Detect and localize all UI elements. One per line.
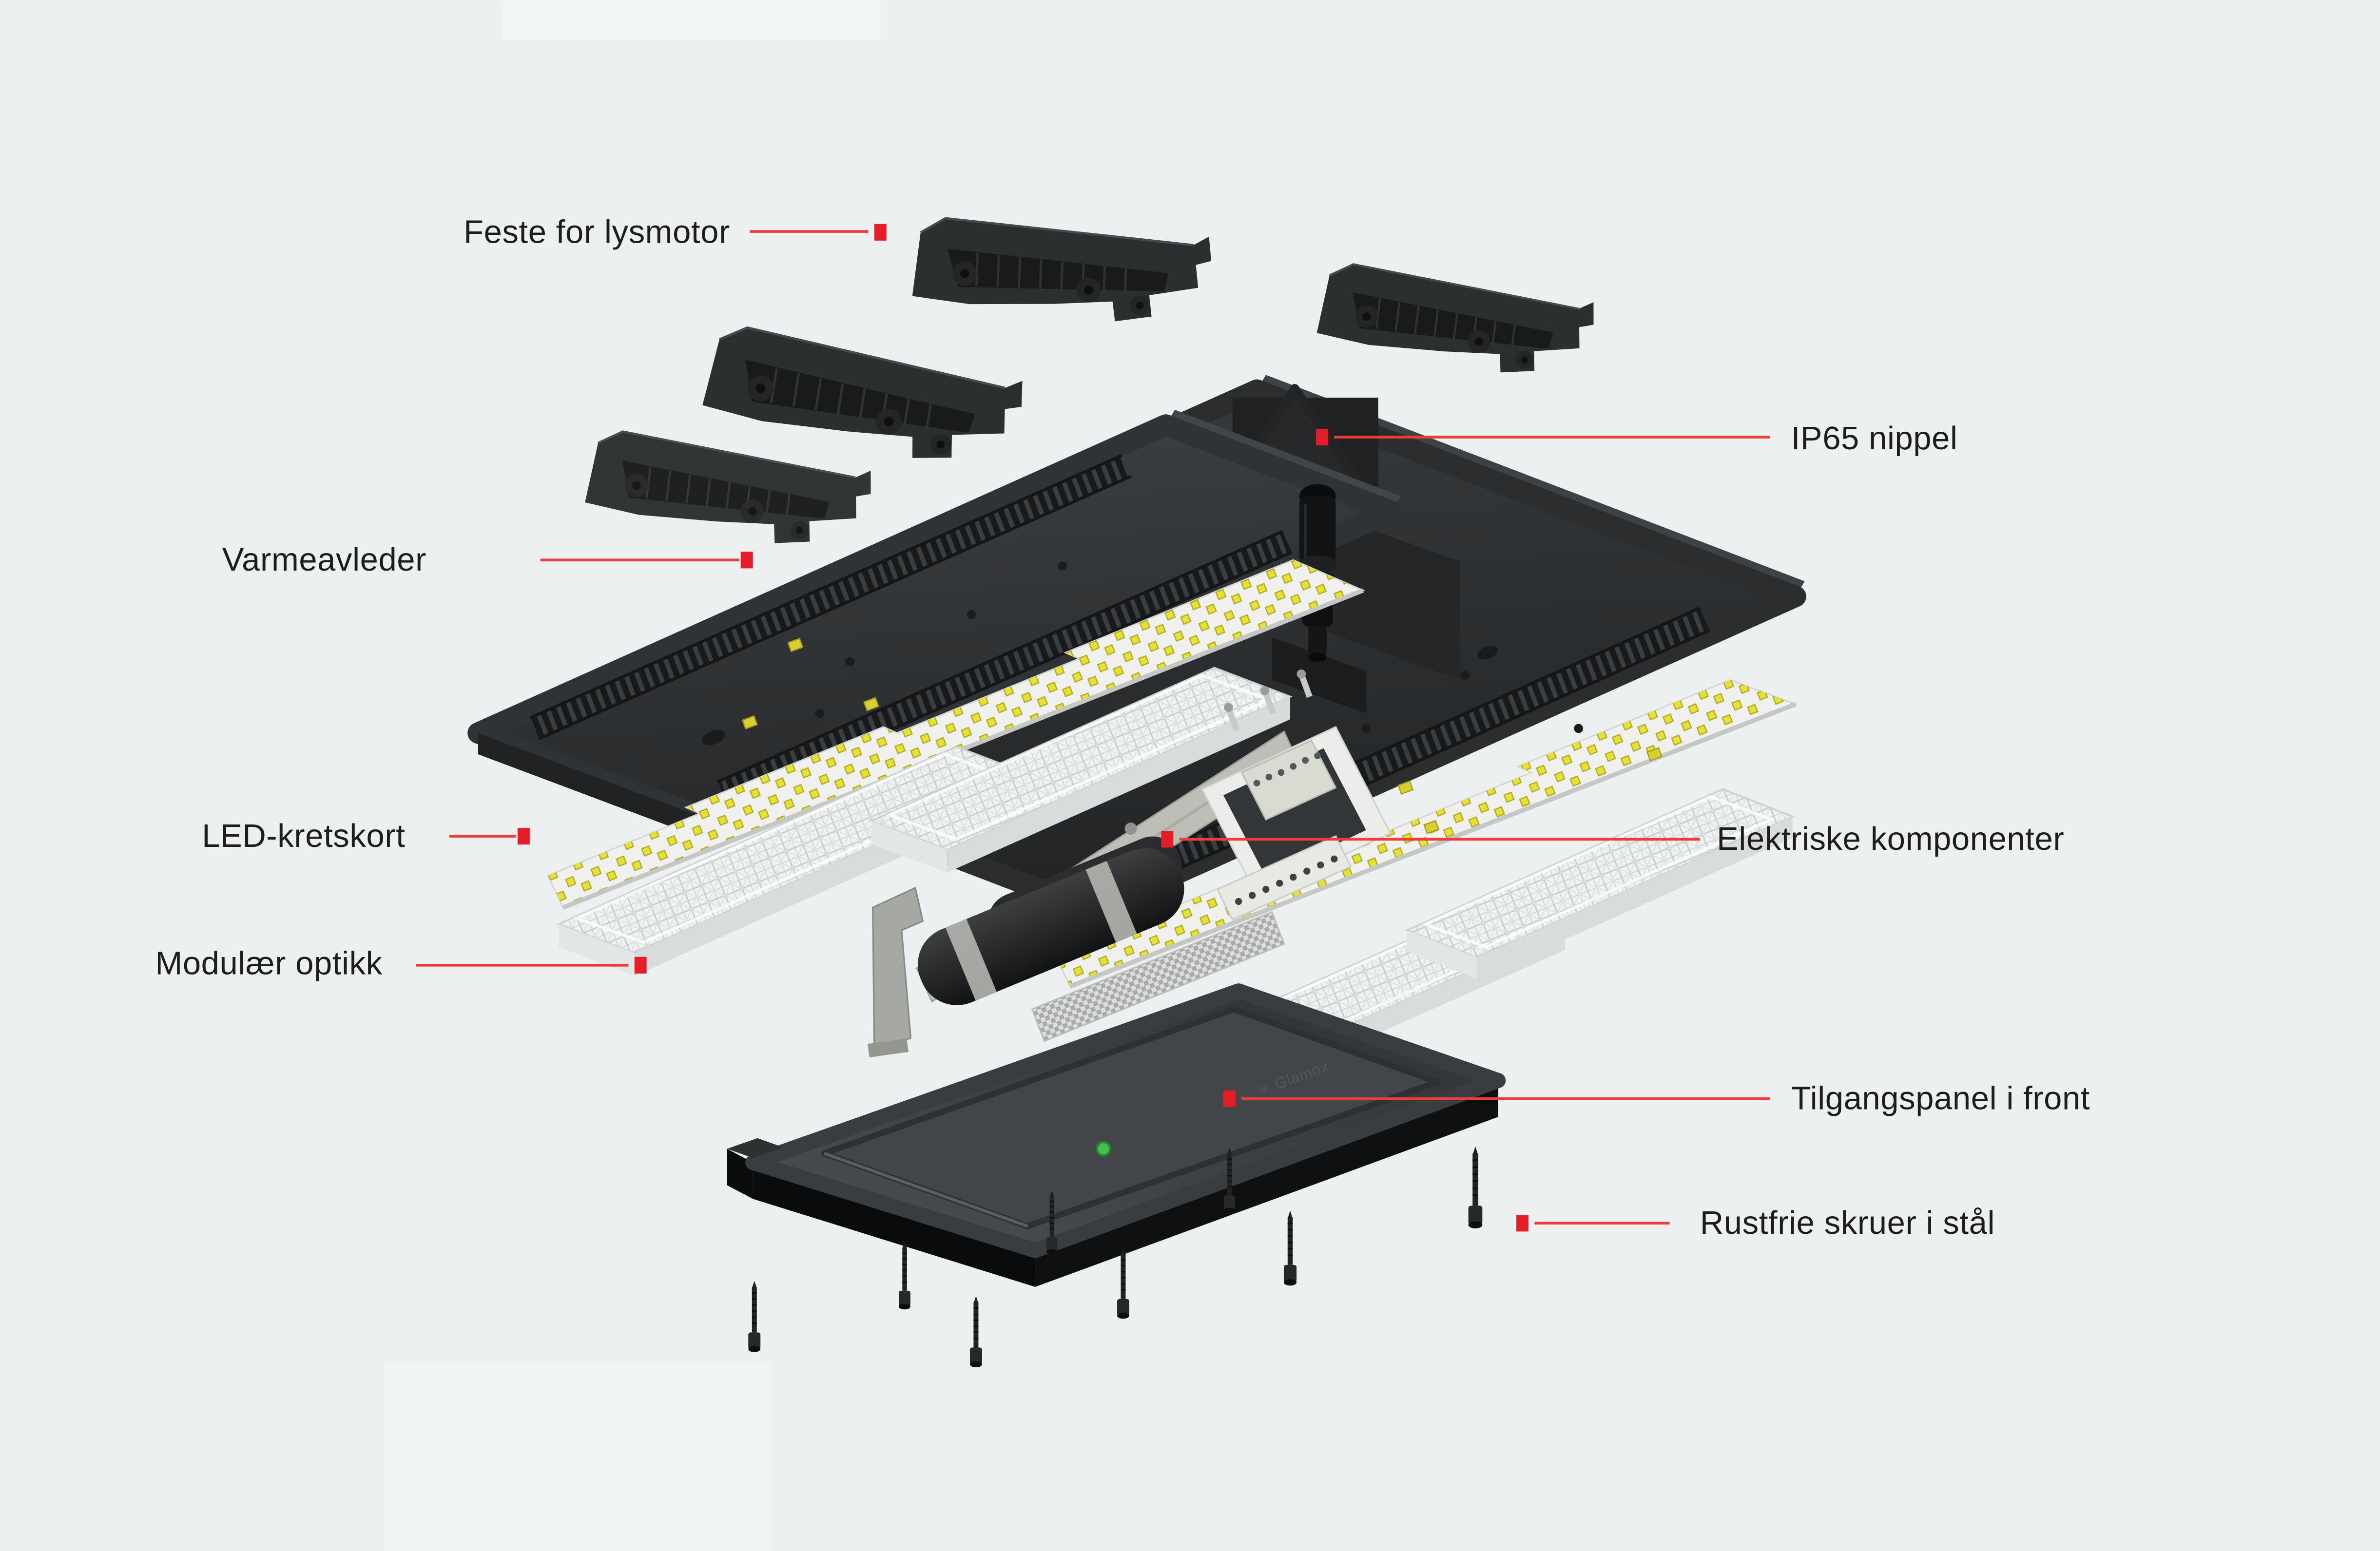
wago-connector xyxy=(741,715,758,730)
label-text: IP65 nippel xyxy=(1791,420,1958,457)
label-text: Tilgangspanel i front xyxy=(1791,1080,2090,1117)
marker-square xyxy=(1161,831,1174,848)
label-elektriske-komponenter: Elektriske komponenter xyxy=(1161,821,2064,857)
label-led-kretskort: LED-kretskort xyxy=(202,818,530,854)
marker-square xyxy=(517,827,530,845)
label-varmeavleder: Varmeavleder xyxy=(222,541,753,578)
electrical-assembly xyxy=(867,669,1440,1057)
label-text: Feste for lysmotor xyxy=(464,213,730,250)
marker-square xyxy=(634,957,647,974)
marker-square xyxy=(740,552,753,569)
label-text: Elektriske komponenter xyxy=(1717,821,2064,857)
wago-connector xyxy=(1646,747,1663,762)
background-patch xyxy=(501,0,881,40)
label-tilgangspanel-i-front: Tilgangspanel i front xyxy=(1223,1080,2090,1117)
label-modulaer-optikk: Modulær optikk xyxy=(155,945,647,981)
marker-square xyxy=(874,224,887,241)
label-text: LED-kretskort xyxy=(202,818,405,854)
background-patch xyxy=(384,1362,771,1551)
wago-connector xyxy=(1423,820,1440,835)
label-text: Varmeavleder xyxy=(222,541,426,578)
label-feste-for-lysmotor: Feste for lysmotor xyxy=(464,213,887,250)
optic-module-d xyxy=(1404,788,1795,979)
label-rustfrie-skruer-i-staal: Rustfrie skruer i stål xyxy=(1516,1205,1995,1241)
front-access-panel: ✳ Glamox xyxy=(727,983,1506,1287)
terminal-block xyxy=(1216,835,1352,921)
label-ip65-nippel: IP65 nippel xyxy=(1316,420,1958,457)
wago-connector xyxy=(863,697,880,711)
indicator-led xyxy=(1095,1141,1112,1157)
wago-connector xyxy=(787,638,804,652)
marker-square xyxy=(1516,1215,1529,1232)
callouts: Feste for lysmotor IP65 nippel Varmeavle… xyxy=(155,213,2090,1241)
marker-square xyxy=(1316,428,1328,446)
marker-square xyxy=(1223,1090,1236,1107)
braided-cable xyxy=(1031,911,1285,1042)
label-text: Rustfrie skruer i stål xyxy=(1700,1205,1995,1241)
wago-connector xyxy=(1397,780,1414,795)
led-driver xyxy=(918,848,1184,1005)
label-text: Modulær optikk xyxy=(155,945,382,981)
